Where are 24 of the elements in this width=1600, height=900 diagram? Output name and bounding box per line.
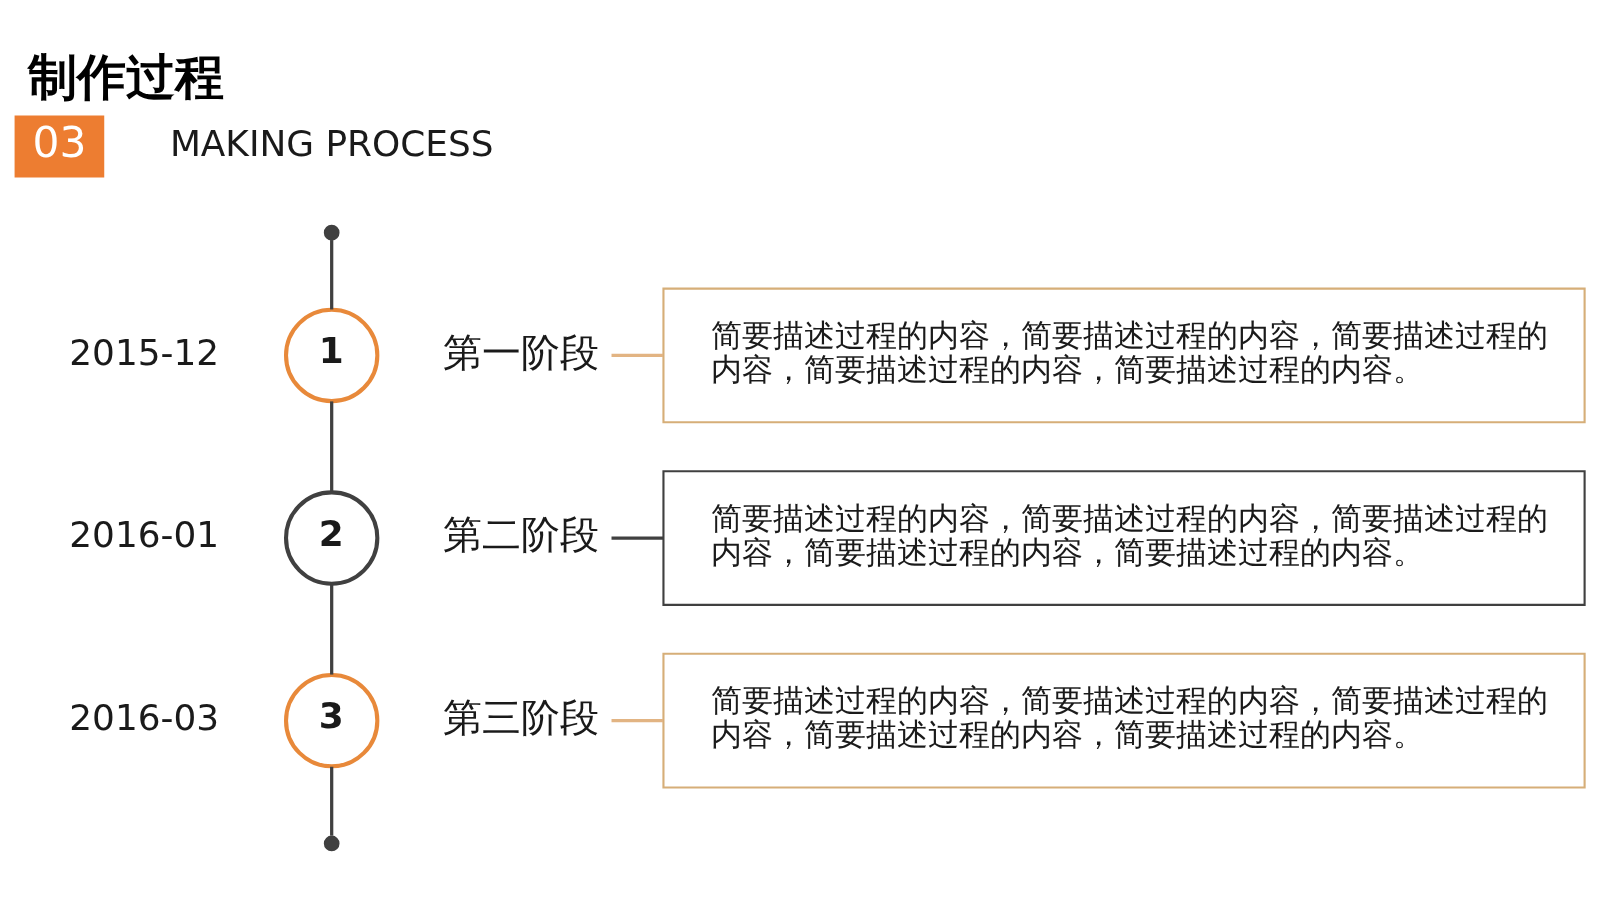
connector — [330, 766, 334, 836]
connector — [330, 240, 334, 310]
node-label: 2015-12 — [69, 331, 220, 373]
connector — [611, 719, 664, 723]
connector — [330, 401, 334, 492]
node-text: 第二阶段 — [442, 512, 599, 558]
node-box: 简要描述过程的内容，简要描述过程的内容，简要描述过程的内容，简要描述过程的内容，简要描述过程的内容。 — [662, 652, 1586, 789]
node-circle: 3 — [284, 672, 380, 769]
label: MAKING PROCESS — [169, 122, 494, 164]
node-box: 简要描述过程的内容，简要描述过程的内容，简要描述过程的内容，简要描述过程的内容，简要描述过程的内容。 — [662, 287, 1586, 424]
node-text: 第一阶段 — [442, 329, 599, 375]
node-label: 2016-03 — [69, 696, 220, 738]
connector — [611, 536, 664, 540]
connector — [330, 584, 334, 675]
connector — [611, 353, 664, 358]
node-dot — [323, 835, 340, 852]
node-circle: 1 — [284, 307, 380, 404]
node-dot — [323, 224, 340, 241]
node-box: 03 — [14, 115, 105, 178]
node-label: 2016-01 — [69, 514, 220, 556]
node-box: 简要描述过程的内容，简要描述过程的内容，简要描述过程的内容，简要描述过程的内容，简要描述过程的内容。 — [662, 470, 1586, 606]
node-circle: 2 — [284, 490, 380, 586]
node-text: 第三阶段 — [442, 694, 599, 740]
diagram-title: 制作过程 — [28, 48, 225, 106]
